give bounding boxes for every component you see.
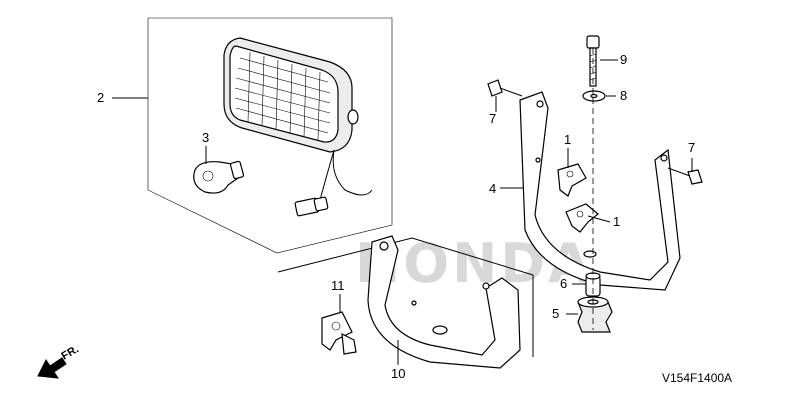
headlight-lamp [223,37,373,217]
callout-4: 4 [489,181,496,196]
cable-clip-1a [557,163,587,197]
cable-clip-11 [321,311,357,355]
callout-3: 3 [202,130,209,145]
callout-1b: 1 [613,214,620,229]
callout-6: 6 [560,276,567,291]
callout-5: 5 [552,306,559,321]
bolt-7b [667,167,703,185]
callout-9: 9 [620,52,627,67]
main-bracket [519,91,681,291]
long-bolt [586,35,600,87]
washer [582,90,606,102]
cable-clip-1b [565,203,599,233]
rubber-mount [577,296,613,333]
bolt-7a [487,79,523,97]
callout-1a: 1 [564,132,571,147]
leader-lines [112,59,693,365]
small-bracket [367,235,521,369]
callout-10: 10 [391,366,405,381]
assembly-boundary [147,17,393,254]
direction-label: FR. [60,343,81,362]
bulb [193,160,245,194]
callout-7a: 7 [489,111,496,126]
callout-8: 8 [620,88,627,103]
callout-2: 2 [97,90,104,105]
callout-7b: 7 [688,140,695,155]
diagram-code: V154F1400A [662,371,732,385]
group-separator [277,237,534,357]
arrow-down-left-icon [37,357,67,379]
callout-11: 11 [331,278,345,293]
